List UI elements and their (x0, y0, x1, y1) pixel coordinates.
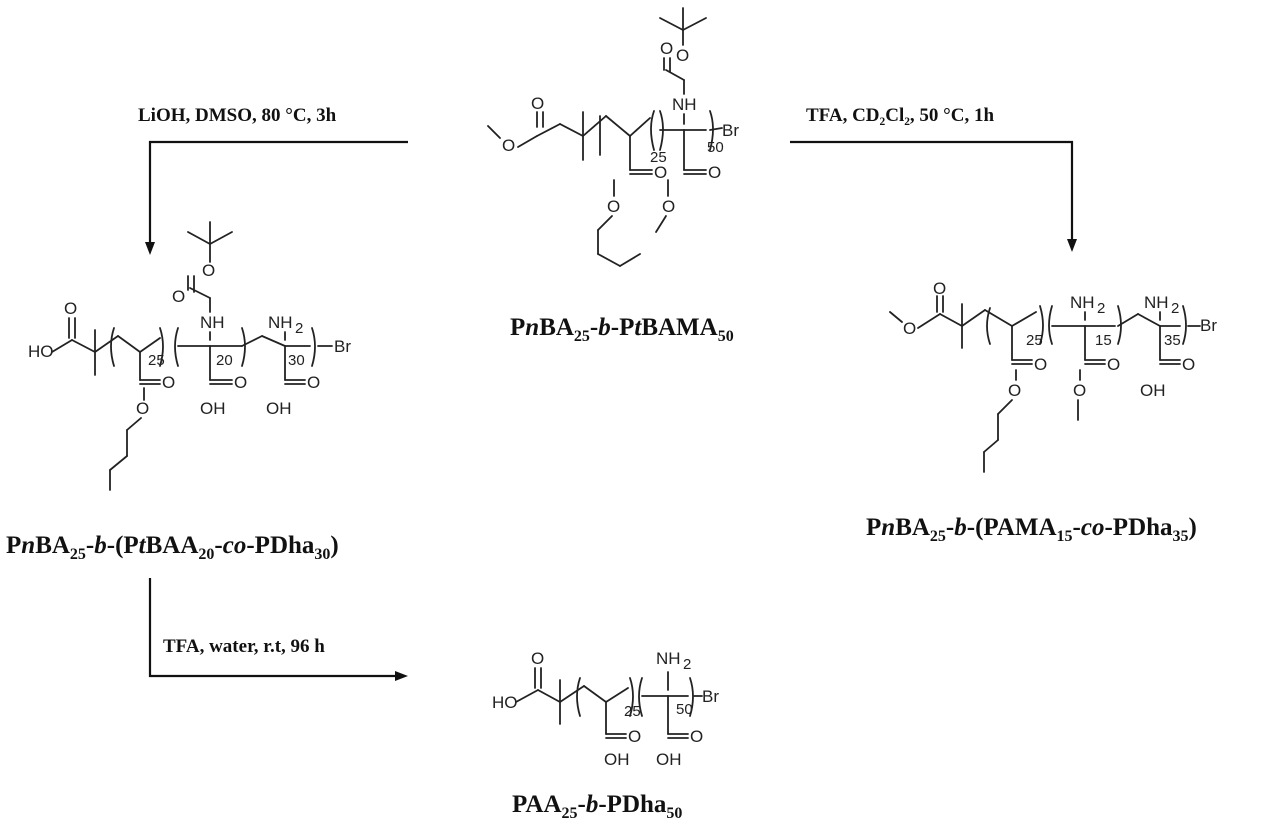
arrow-left (145, 140, 408, 255)
condition-bottom: TFA, water, r.t, 96 h (163, 636, 325, 657)
svg-text:2: 2 (1097, 300, 1105, 317)
svg-text:OH: OH (200, 399, 226, 418)
svg-text:O: O (1034, 355, 1047, 374)
structure-right: O O 25 O O 15 NH 2 O (889, 279, 1217, 473)
svg-text:25: 25 (650, 149, 667, 166)
svg-text:Br: Br (1200, 316, 1217, 335)
svg-text:OH: OH (604, 750, 630, 769)
svg-text:2: 2 (683, 656, 691, 673)
svg-text:OH: OH (656, 750, 682, 769)
svg-text:O: O (1107, 355, 1120, 374)
svg-text:O: O (708, 163, 721, 182)
svg-text:O: O (172, 287, 185, 306)
svg-text:O: O (1182, 355, 1195, 374)
svg-text:20: 20 (216, 352, 233, 369)
condition-right: TFA, CD₂Cl₂, 50 °C, 1h (806, 105, 994, 126)
svg-text:OH: OH (1140, 381, 1166, 400)
svg-text:NH: NH (268, 313, 293, 332)
svg-text:2: 2 (295, 320, 303, 337)
name-bottom: PAA25-b-PDha50 (512, 791, 682, 822)
svg-text:50: 50 (707, 139, 724, 156)
svg-text:Br: Br (702, 687, 719, 706)
svg-text:HO: HO (28, 342, 54, 361)
structure-bottom: HO O 25 O OH 50 NH 2 Br O OH (492, 649, 719, 769)
name-right: PnBA25-b-(PAMA15-co-PDha35) (866, 514, 1197, 545)
svg-text:Br: Br (722, 121, 739, 140)
svg-text:O: O (607, 197, 620, 216)
svg-text:50: 50 (676, 701, 693, 718)
svg-text:O: O (531, 649, 544, 668)
svg-text:2: 2 (1171, 300, 1179, 317)
svg-text:OH: OH (266, 399, 292, 418)
svg-text:35: 35 (1164, 332, 1181, 349)
svg-text:O: O (136, 399, 149, 418)
svg-text:HO: HO (492, 693, 518, 712)
svg-text:O: O (1008, 381, 1021, 400)
svg-text:O: O (903, 319, 916, 338)
svg-text:O: O (933, 279, 946, 298)
svg-text:NH: NH (672, 95, 697, 114)
svg-text:25: 25 (624, 703, 641, 720)
svg-text:O: O (502, 136, 515, 155)
svg-text:30: 30 (288, 352, 305, 369)
condition-left: LiOH, DMSO, 80 °C, 3h (138, 105, 337, 126)
svg-text:NH: NH (656, 649, 681, 668)
svg-text:O: O (162, 373, 175, 392)
structure-left: HO O 25 O O 20 NH O O (28, 221, 351, 491)
arrow-right (790, 140, 1077, 252)
svg-text:O: O (690, 727, 703, 746)
svg-text:O: O (307, 373, 320, 392)
arrow-bottom (148, 578, 408, 681)
svg-text:NH: NH (1070, 293, 1095, 312)
svg-text:O: O (202, 261, 215, 280)
svg-text:O: O (628, 727, 641, 746)
svg-text:O: O (654, 163, 667, 182)
structure-top: O O 25 O O 50 NH O O (487, 7, 739, 267)
name-left: PnBA25-b-(PtBAA20-co-PDha30) (6, 532, 339, 563)
svg-text:NH: NH (1144, 293, 1169, 312)
svg-text:O: O (1073, 381, 1086, 400)
name-top: PnBA25-b-PtBAMA50 (510, 314, 734, 345)
svg-text:O: O (660, 39, 673, 58)
svg-text:NH: NH (200, 313, 225, 332)
svg-text:O: O (662, 197, 675, 216)
svg-text:25: 25 (1026, 332, 1043, 349)
svg-text:Br: Br (334, 337, 351, 356)
svg-text:O: O (234, 373, 247, 392)
svg-text:25: 25 (148, 352, 165, 369)
svg-text:O: O (676, 46, 689, 65)
svg-text:O: O (64, 299, 77, 318)
svg-text:O: O (531, 94, 544, 113)
svg-text:15: 15 (1095, 332, 1112, 349)
